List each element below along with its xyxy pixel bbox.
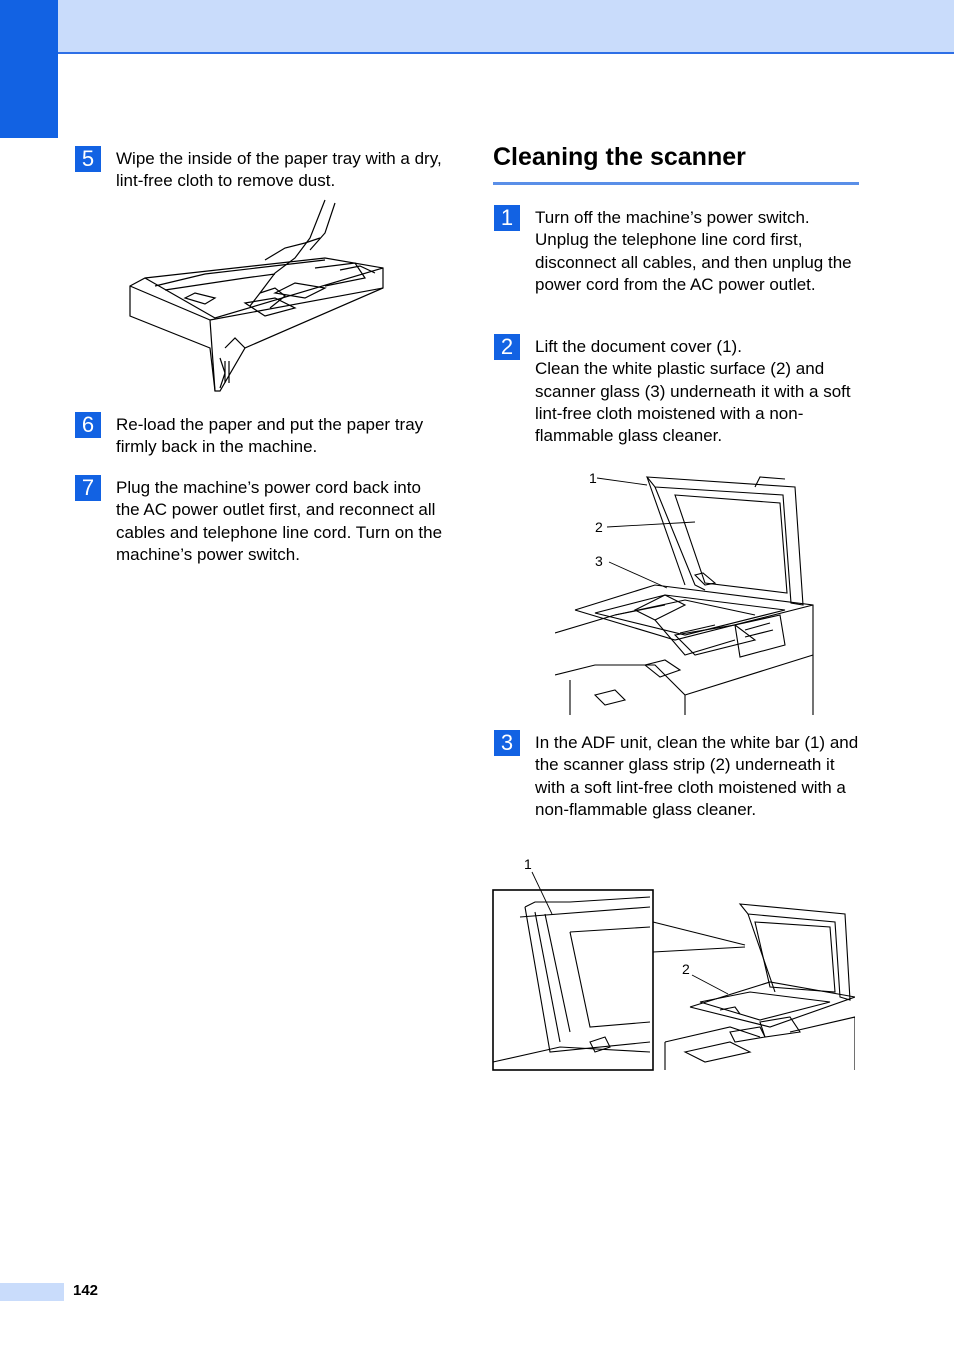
step-6: 6 Re-load the paper and put the paper tr…: [75, 412, 445, 459]
step-paragraph: Wipe the inside of the paper tray with a…: [116, 149, 442, 191]
step-number-badge: 2: [494, 334, 520, 360]
adf-scanner-illustration: 1 2: [492, 856, 855, 1071]
scanner-glass-illustration: 1 2 3: [555, 470, 814, 715]
step-paragraph: Re-load the paper and put the paper tray…: [116, 415, 424, 457]
label-2: 2: [595, 519, 603, 535]
step-number-badge: 1: [494, 205, 520, 231]
label-1: 1: [589, 470, 597, 486]
step-text: Wipe the inside of the paper tray with a…: [116, 148, 445, 193]
step-1: 1 Turn off the machine’s power switch. U…: [494, 205, 864, 296]
step-paragraph: In the ADF unit, clean the white bar (1)…: [535, 733, 859, 819]
step-3: 3 In the ADF unit, clean the white bar (…: [494, 730, 864, 821]
step-text: Re-load the paper and put the paper tray…: [116, 414, 445, 459]
step-text: Plug the machine’s power cord back into …: [116, 477, 445, 566]
step-paragraph: Turn off the machine’s power switch. Unp…: [535, 208, 852, 294]
label-2: 2: [682, 961, 690, 977]
section-heading: Cleaning the scanner: [493, 143, 859, 185]
paper-tray-illustration: [129, 199, 384, 392]
label-3: 3: [595, 553, 603, 569]
step-number-badge: 7: [75, 475, 101, 501]
step-2: 2 Lift the document cover (1). Clean the…: [494, 334, 864, 447]
step-paragraph: Lift the document cover (1).: [535, 337, 742, 356]
step-paragraph: Plug the machine’s power cord back into …: [116, 478, 443, 564]
step-text: Turn off the machine’s power switch. Unp…: [535, 207, 864, 296]
chapter-tab: [0, 0, 58, 138]
header-band: [0, 0, 954, 54]
label-1: 1: [524, 856, 532, 872]
step-5: 5 Wipe the inside of the paper tray with…: [75, 146, 445, 193]
step-7: 7 Plug the machine’s power cord back int…: [75, 475, 445, 566]
page-number: 142: [73, 1282, 99, 1299]
step-number-badge: 5: [75, 146, 101, 172]
page-number-tab: [0, 1283, 64, 1301]
step-text: In the ADF unit, clean the white bar (1)…: [535, 732, 864, 821]
step-number-badge: 3: [494, 730, 520, 756]
step-number-badge: 6: [75, 412, 101, 438]
step-paragraph: Clean the white plastic surface (2) and …: [535, 359, 851, 446]
step-text: Lift the document cover (1). Clean the w…: [535, 336, 864, 447]
